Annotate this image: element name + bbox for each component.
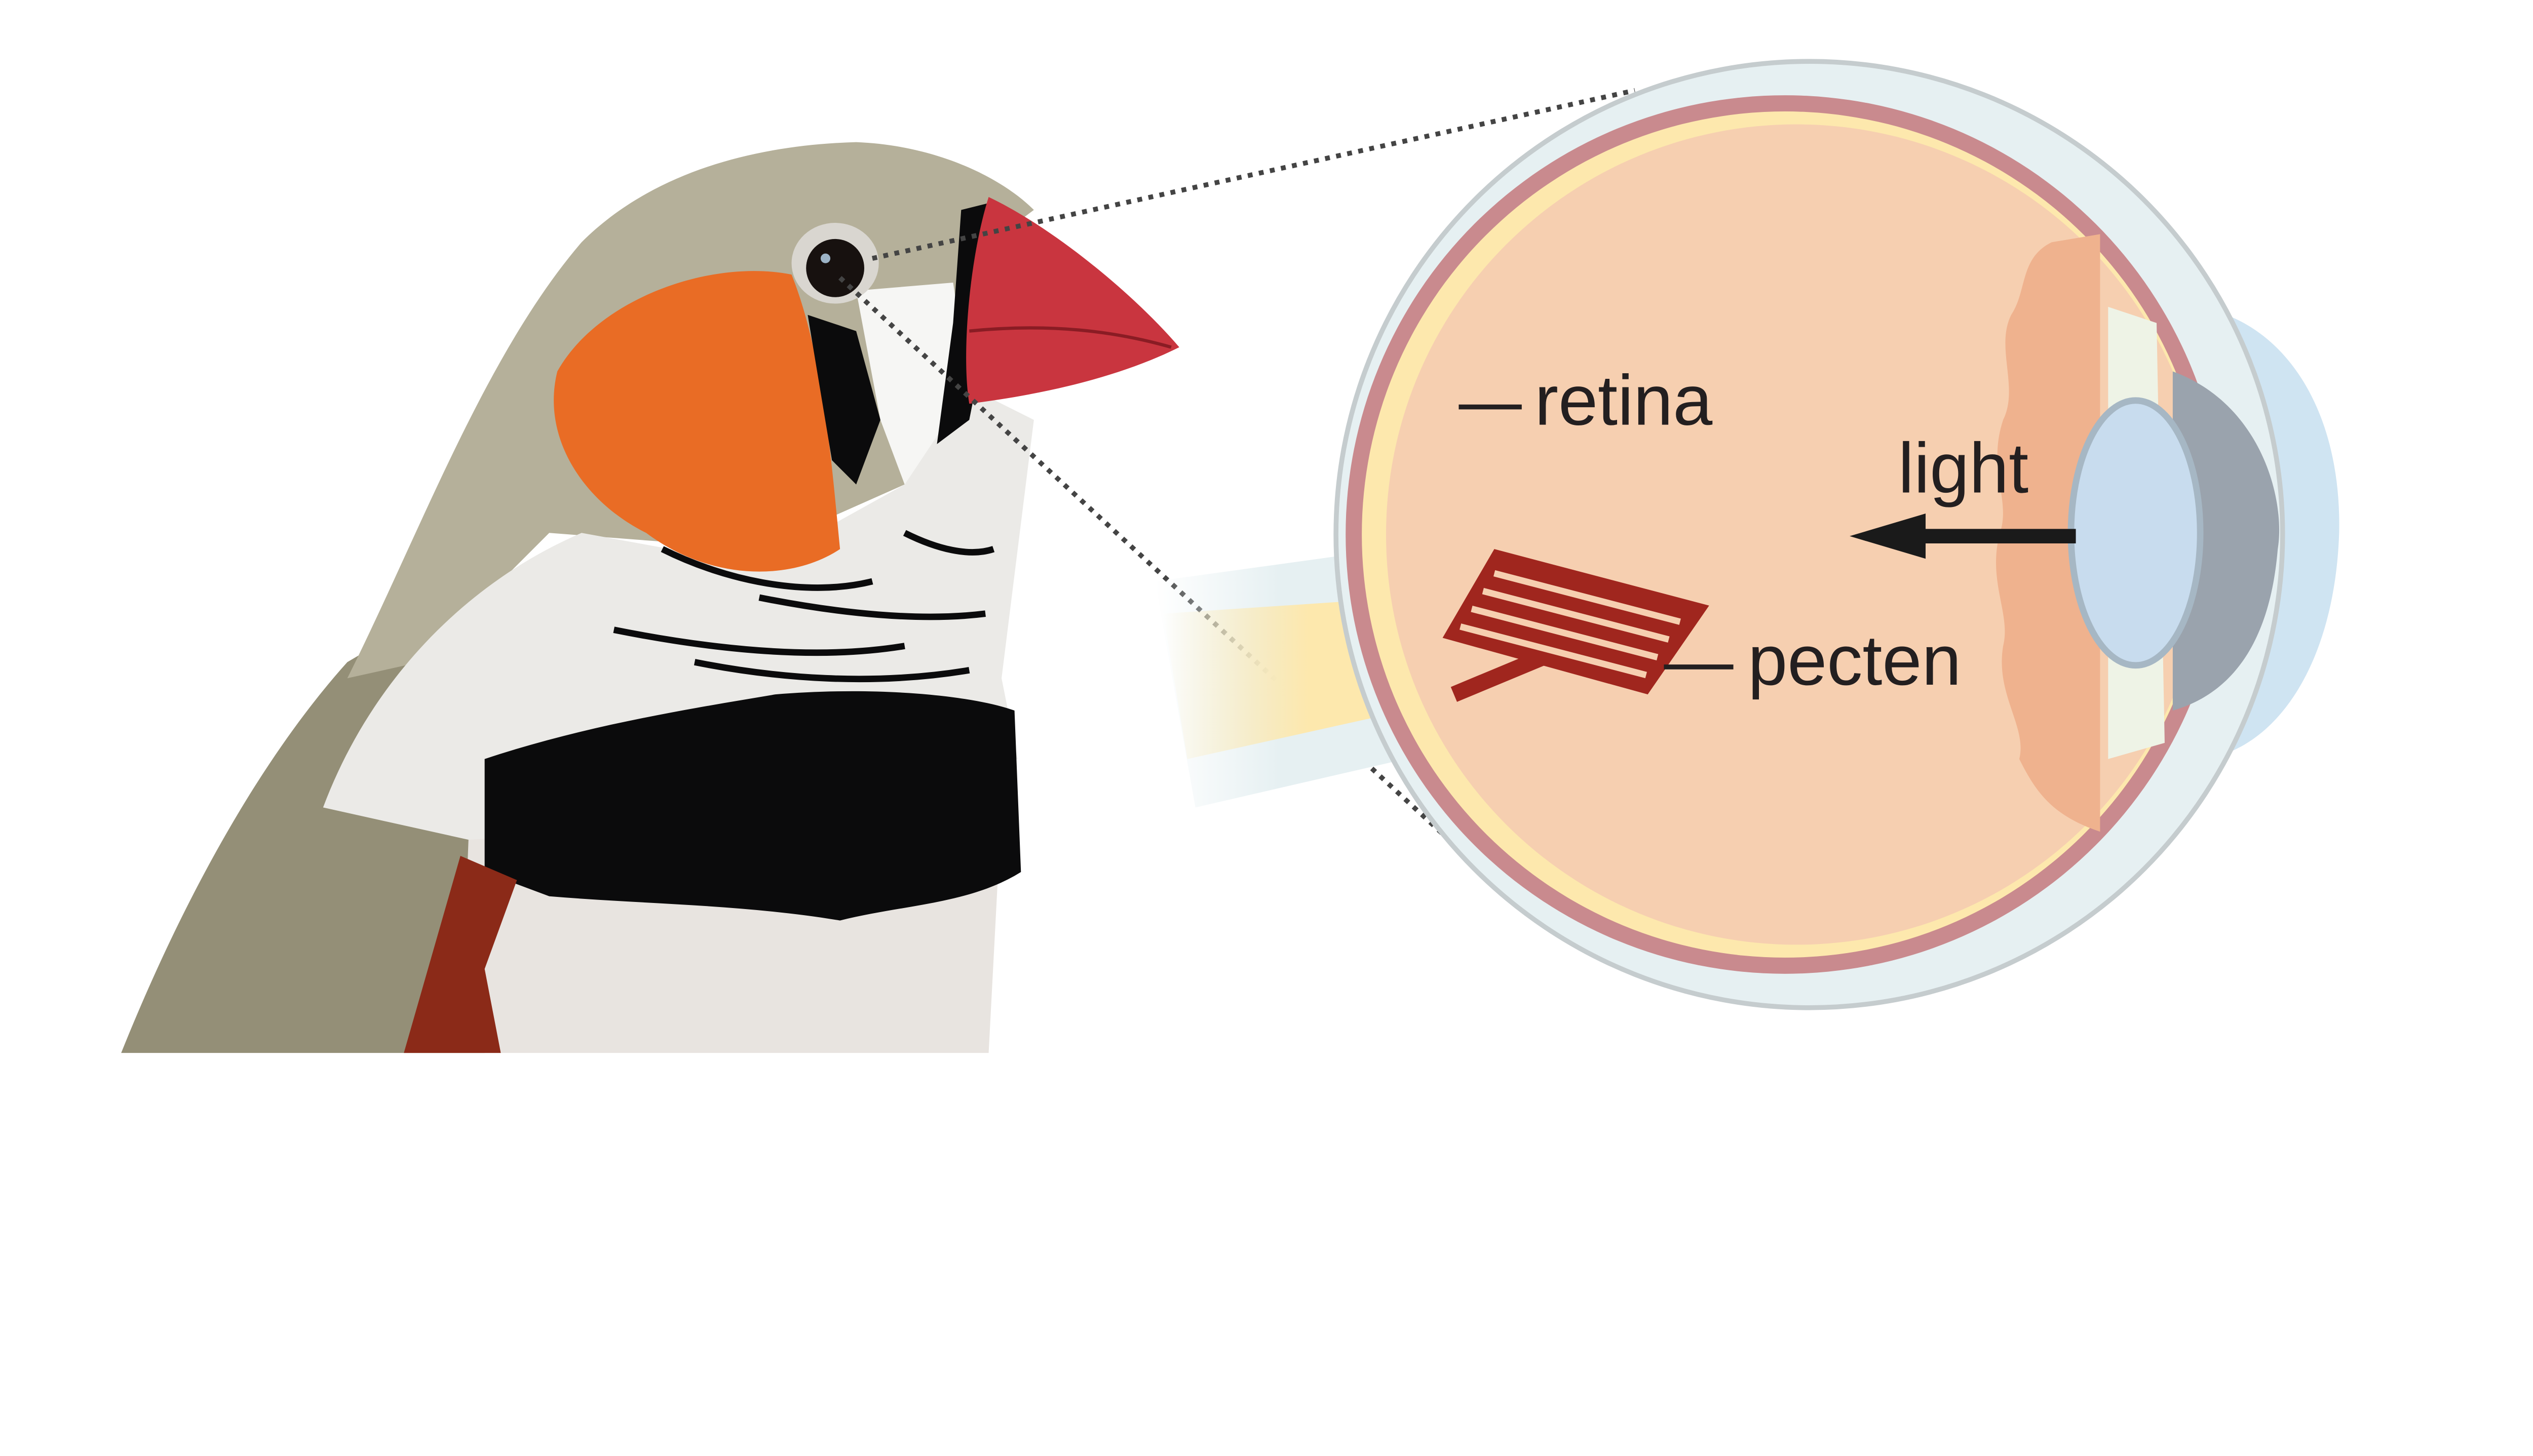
- pecten-body: [1442, 549, 1709, 695]
- flank-patch: [404, 856, 517, 1053]
- zebra-finch-eye-diagram: retina light pecten: [121, 59, 2339, 1053]
- bird-eye: [806, 239, 864, 297]
- tear-stripe: [808, 314, 880, 485]
- vitreous-body: [1386, 124, 2207, 945]
- eye-highlight: [820, 253, 831, 263]
- throat-bars: [613, 530, 995, 683]
- pecten-folds: [1460, 570, 1681, 679]
- face-white: [856, 283, 970, 485]
- cheek-patch: [554, 271, 840, 572]
- pecten: [1442, 549, 1709, 702]
- light-arrow-head: [1850, 514, 1926, 559]
- light-label: light: [1898, 428, 2028, 508]
- optic-nerve: [1163, 597, 1406, 759]
- retina-label: retina: [1534, 361, 1713, 440]
- zebra-finch-illustration: [121, 142, 1179, 1053]
- beak-line: [969, 326, 1172, 349]
- beak: [966, 197, 1179, 404]
- iris: [2172, 371, 2280, 711]
- lens: [2067, 397, 2204, 669]
- pecten-label: pecten: [1748, 620, 1961, 700]
- eye-cross-section: [1155, 59, 2339, 1010]
- breast-band: [484, 691, 1021, 921]
